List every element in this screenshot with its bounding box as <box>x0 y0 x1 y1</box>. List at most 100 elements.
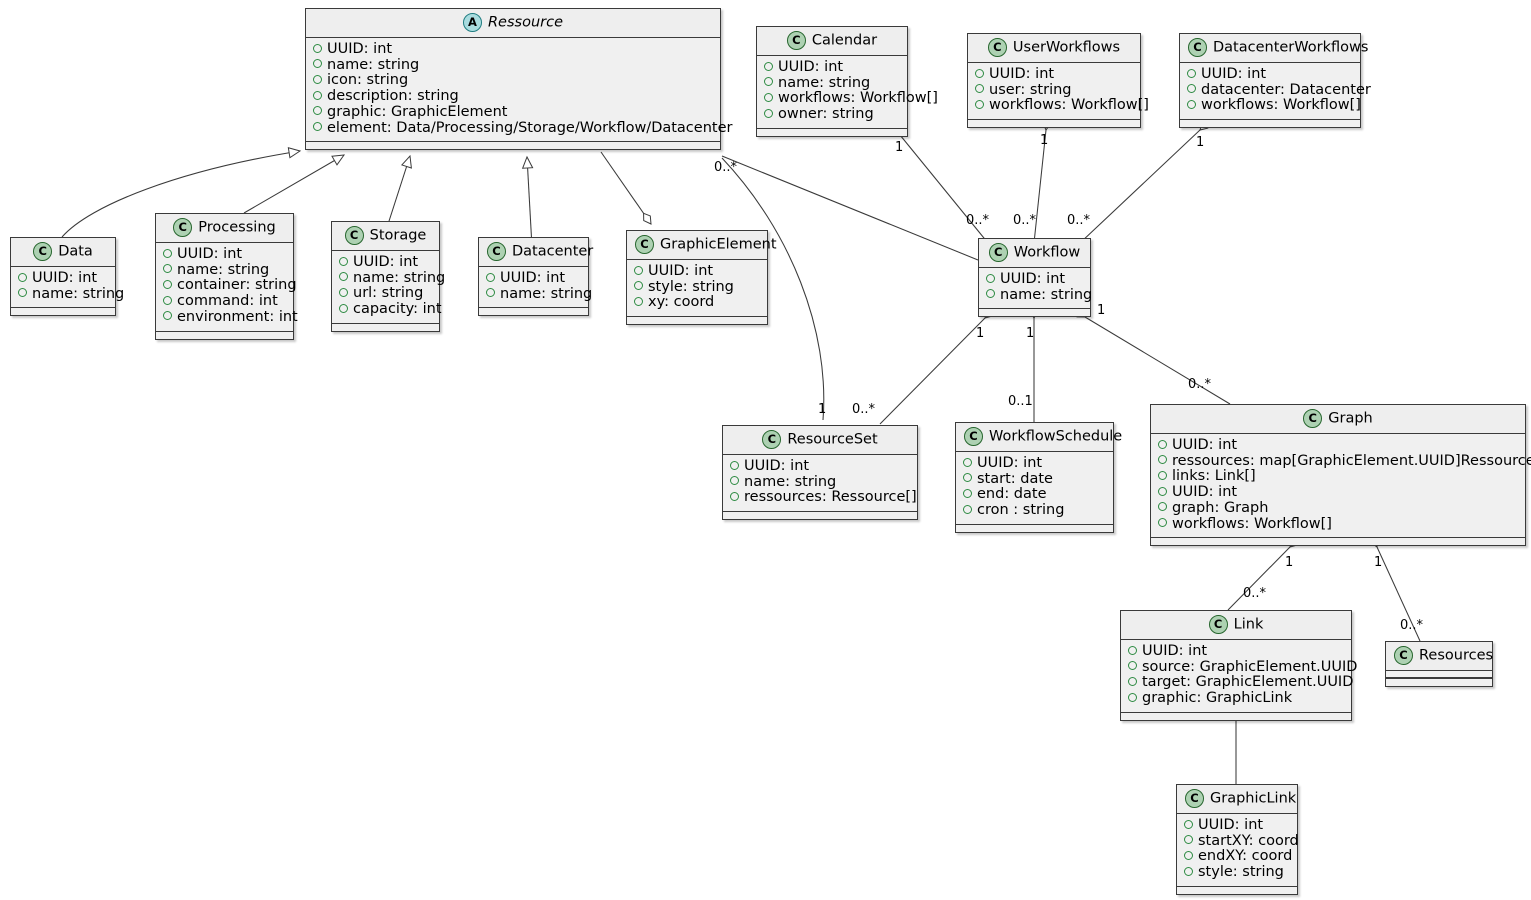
visibility-public-icon <box>313 122 322 132</box>
attribute-text: user: string <box>989 81 1072 98</box>
attribute-text: workflows: Workflow[] <box>778 90 938 107</box>
attribute-text: icon: string <box>327 72 409 89</box>
attribute-text: UUID: int <box>327 41 393 57</box>
visibility-public-icon <box>163 295 172 305</box>
attribute-text: UUID: int <box>177 246 243 262</box>
attribute-row: start: date <box>963 470 1106 488</box>
visibility-public-icon <box>339 303 348 313</box>
visibility-public-icon <box>986 289 995 299</box>
visibility-public-icon <box>1158 439 1167 449</box>
attribute-text: start: date <box>977 470 1053 487</box>
attribute-row: name: string <box>313 57 713 74</box>
class-methods-section <box>11 307 115 316</box>
visibility-public-icon <box>963 488 972 498</box>
attribute-text: datacenter: Datacenter <box>1201 81 1371 98</box>
class-methods-section <box>968 119 1140 128</box>
attribute-row: environment: int <box>163 309 298 326</box>
class-icon: C <box>1188 38 1207 57</box>
edge-calendar-to-workflow <box>891 124 989 244</box>
attribute-text: style: string <box>648 278 734 295</box>
visibility-public-icon <box>1187 99 1196 109</box>
attribute-row: UUID: int <box>975 66 1133 83</box>
attribute-text: endXY: coord <box>1198 848 1293 865</box>
visibility-public-icon <box>764 61 773 71</box>
visibility-public-icon <box>1184 866 1193 876</box>
class-attrs-datacenterworkflows: UUID: int datacenter: Datacenter workflo… <box>1180 63 1371 120</box>
visibility-public-icon <box>963 457 972 467</box>
attribute-text: UUID: int <box>1201 66 1267 82</box>
attribute-text: name: string <box>744 473 837 490</box>
class-attrs-graphicelement: UUID: int style: string xy: coord <box>627 260 767 317</box>
class-icon: C <box>988 243 1008 262</box>
attribute-row: icon: string <box>313 73 713 89</box>
class-methods-section <box>156 330 293 339</box>
class-name-userworkflows: UserWorkflows <box>1012 39 1121 56</box>
class-icon: C <box>487 242 506 261</box>
multiplicity-label: 1 <box>1040 133 1049 148</box>
multiplicity-label: 1 <box>976 326 985 341</box>
visibility-public-icon <box>730 460 739 470</box>
attribute-text: UUID: int <box>1172 484 1238 501</box>
class-methods-section <box>1386 678 1492 686</box>
visibility-public-icon <box>1184 819 1193 829</box>
attribute-text: graphic: GraphicElement <box>327 103 508 120</box>
attribute-row: end: date <box>963 487 1106 503</box>
attribute-row: style: string <box>634 278 760 296</box>
attribute-row: name: string <box>18 286 124 303</box>
visibility-public-icon <box>313 90 322 100</box>
visibility-public-icon <box>313 106 322 116</box>
visibility-public-icon <box>339 256 348 266</box>
attribute-text: graph: Graph <box>1172 499 1269 516</box>
visibility-public-icon <box>986 273 995 283</box>
attribute-text: graphic: GraphicLink <box>1142 690 1293 707</box>
class-name-storage: Storage <box>369 227 427 244</box>
class-icon: C <box>964 427 983 446</box>
attribute-row: UUID: int <box>163 246 286 263</box>
edge-graph-to-link <box>1227 537 1300 611</box>
attribute-text: source: GraphicElement.UUID <box>1142 658 1358 675</box>
attribute-text: workflows: Workflow[] <box>1172 515 1332 532</box>
attribute-row: name: string <box>730 473 910 491</box>
visibility-public-icon <box>634 296 643 306</box>
attribute-row: source: GraphicElement.UUID <box>1128 659 1357 676</box>
class-attrs-userworkflows: UUID: int user: string workflows: Workfl… <box>968 63 1149 120</box>
visibility-public-icon <box>163 248 172 258</box>
attribute-row: UUID: int <box>1158 484 1518 501</box>
visibility-public-icon <box>975 99 984 109</box>
visibility-public-icon <box>634 265 643 275</box>
class-name-processing: Processing <box>198 219 276 236</box>
visibility-public-icon <box>18 272 27 282</box>
visibility-public-icon <box>730 476 739 486</box>
attribute-row: UUID: int <box>963 455 1106 472</box>
visibility-public-icon <box>975 68 984 78</box>
class-icon: C <box>1208 615 1228 634</box>
visibility-public-icon <box>1158 486 1167 496</box>
class-name-calendar: Calendar <box>811 32 878 49</box>
attribute-text: end: date <box>977 486 1047 503</box>
visibility-public-icon <box>339 287 348 297</box>
